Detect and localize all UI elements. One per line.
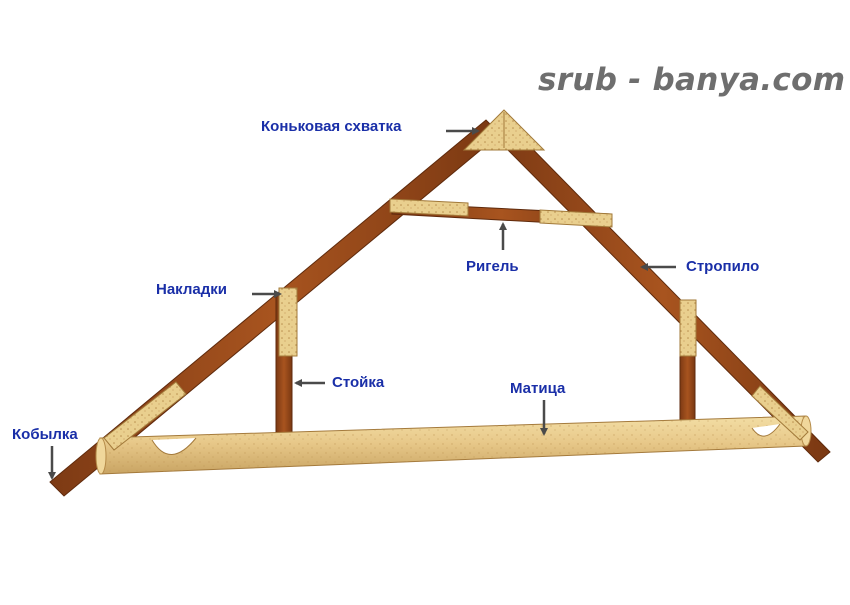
site-watermark: srub - banya.com (538, 62, 846, 98)
filly-left (103, 381, 187, 451)
collar-plate-left (389, 198, 469, 217)
label-filly: Кобылка (12, 426, 78, 443)
tie-beam-texture (99, 416, 807, 474)
log-notch-right (751, 423, 781, 437)
log-end-left (95, 437, 107, 475)
post-plate-left (278, 287, 298, 357)
log-notch-left (151, 437, 197, 455)
label-ridge-tie: Коньковая схватка (261, 118, 402, 135)
label-tie-beam: Матица (510, 380, 566, 397)
label-plates: Накладки (156, 281, 227, 298)
collar-plate-right (539, 209, 613, 228)
label-post: Стойка (332, 374, 385, 391)
post-plate-right (679, 299, 697, 357)
label-rafter: Стропило (686, 258, 760, 275)
filly-right (751, 385, 809, 441)
label-collar-beam: Ригель (466, 258, 519, 275)
